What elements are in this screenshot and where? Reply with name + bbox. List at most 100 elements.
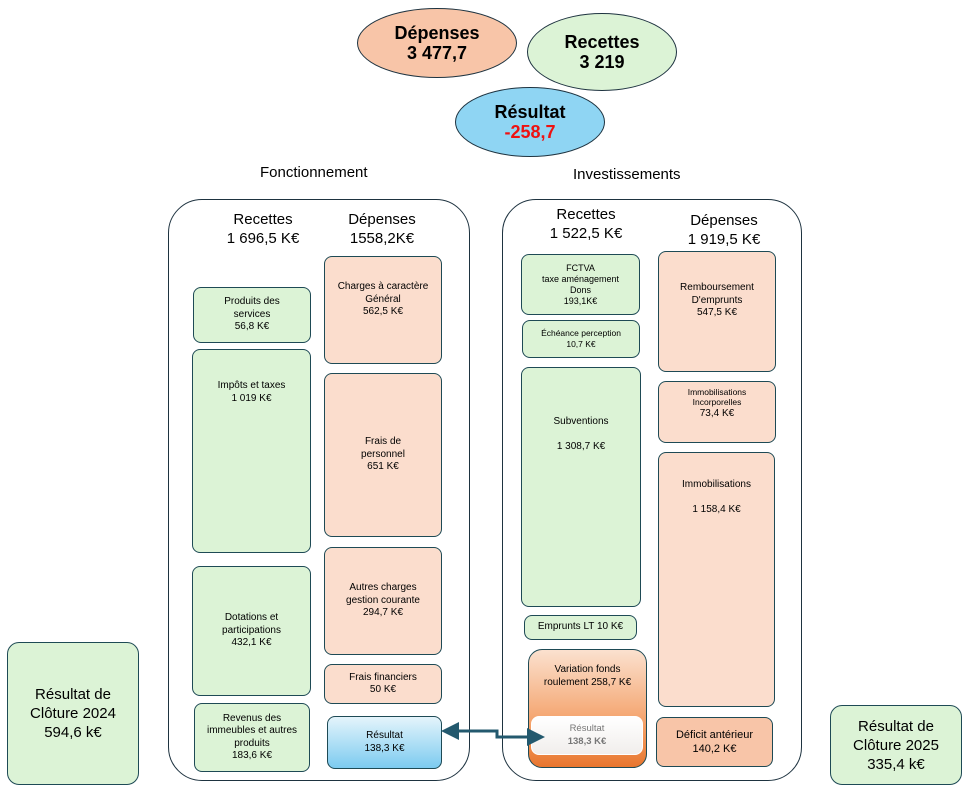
- box-value: 1 019 K€: [231, 392, 272, 404]
- fctva-box: FCTVA taxe aménagement Dons 193,1K€: [521, 254, 640, 315]
- invest-depenses-head: Dépenses: [690, 212, 758, 229]
- subventions-box: Subventions 1 308,7 K€: [521, 367, 641, 607]
- box-line: Emprunts LT 10 K€: [537, 621, 624, 633]
- box-line: Variation fonds: [554, 664, 621, 675]
- box-value: 183,6 K€: [231, 750, 273, 761]
- charges-caractere-box: Charges à caractère Général 562,5 K€: [324, 256, 442, 364]
- box-line: Produits des: [224, 296, 280, 308]
- box-line: Général: [365, 293, 401, 305]
- box-value: 138,3 K€: [364, 742, 405, 754]
- box-value: 50 K€: [369, 684, 397, 695]
- box-line: Résultat de: [858, 717, 934, 735]
- box-value: 547,5 K€: [696, 307, 738, 318]
- fonct-depenses-header: Dépenses 1558,2K€: [322, 210, 442, 248]
- box-value: 193,1K€: [563, 295, 598, 306]
- box-value: 138,3 K€: [567, 735, 607, 747]
- box-line: Frais financiers: [349, 671, 417, 683]
- investissements-title: Investissements: [573, 166, 681, 183]
- deficit-anterieur-box: Déficit antérieur 140,2 K€: [656, 717, 773, 767]
- box-line: Revenus des: [222, 712, 282, 724]
- frais-personnel-box: Frais de personnel 651 K€: [324, 373, 442, 537]
- immobilisations-box: Immobilisations 1 158,4 K€: [658, 452, 775, 707]
- depenses-total-ellipse: Dépenses 3 477,7: [357, 8, 517, 78]
- box-line: Déficit antérieur: [675, 729, 754, 741]
- fonct-resultat-box: Résultat 138,3 K€: [327, 716, 442, 769]
- box-value: 140,2 K€: [692, 743, 737, 755]
- depenses-value: 3 477,7: [406, 43, 468, 63]
- box-line: Autres charges: [349, 582, 417, 594]
- box-line: Immobilisations: [687, 387, 747, 397]
- box-line: Dotations et: [224, 612, 279, 624]
- box-value: 335,4 k€: [867, 755, 925, 773]
- box-line: FCTVA: [566, 262, 595, 273]
- box-line: Résultat: [569, 723, 605, 734]
- box-value: roulement 258,7 K€: [543, 676, 632, 688]
- box-line: Impôts et taxes: [217, 380, 286, 391]
- invest-depenses-total: 1 919,5 K€: [687, 231, 761, 248]
- fonctionnement-title: Fonctionnement: [260, 164, 368, 181]
- fonct-recettes-total: 1 696,5 K€: [226, 230, 300, 247]
- box-line: Clôture 2024: [30, 705, 116, 722]
- box-line: Charges à caractère: [337, 281, 429, 292]
- fonct-depenses-total: 1558,2K€: [349, 230, 415, 247]
- fonct-recettes-header: Recettes 1 696,5 K€: [203, 210, 323, 248]
- immobilisations-incorporelles-box: Immobilisations Incorporelles 73,4 K€: [658, 381, 776, 443]
- revenus-immeubles-box: Revenus des immeubles et autres produits…: [194, 703, 310, 772]
- invest-recettes-header: Recettes 1 522,5 K€: [526, 205, 646, 243]
- invest-recettes-total: 1 522,5 K€: [549, 225, 623, 242]
- fonct-recettes-head: Recettes: [233, 211, 293, 228]
- box-value: 1 308,7 K€: [556, 440, 606, 452]
- fonctionnement-panel: [168, 199, 470, 781]
- resultat-transfer-arrow: [441, 722, 545, 746]
- box-line: Échéance perception: [541, 328, 621, 338]
- resultat-value: -258,7: [504, 122, 556, 142]
- box-value: 294,7 K€: [362, 607, 404, 619]
- autres-charges-box: Autres charges gestion courante 294,7 K€: [324, 547, 442, 655]
- box-line: Résultat de: [35, 686, 111, 703]
- box-value: 651 K€: [367, 461, 399, 473]
- box-line: Frais de: [364, 436, 402, 448]
- cloture-2024-box: Résultat de Clôture 2024 594,6 k€: [7, 642, 139, 785]
- box-line: Dons: [569, 284, 591, 295]
- invest-recettes-head: Recettes: [556, 206, 616, 223]
- box-line: Subventions: [553, 416, 609, 427]
- echeance-perception-box: Échéance perception 10,7 K€: [522, 320, 640, 358]
- frais-financiers-box: Frais financiers 50 K€: [324, 664, 442, 704]
- box-line: services: [233, 308, 271, 320]
- produits-services-box: Produits des services 56,8 K€: [193, 287, 311, 343]
- box-line: immeubles et autres: [206, 725, 298, 736]
- box-value: 594,6 k€: [44, 724, 102, 741]
- cloture-2025-box: Résultat de Clôture 2025 335,4 k€: [830, 705, 962, 785]
- box-line: Résultat: [366, 730, 403, 741]
- box-line: D'emprunts: [691, 294, 743, 306]
- resultat-label: Résultat: [494, 102, 566, 122]
- dotations-box: Dotations et participations 432,1 K€: [192, 566, 311, 696]
- recettes-value: 3 219: [579, 52, 625, 72]
- box-line: Immobilisations: [682, 479, 751, 490]
- recettes-label: Recettes: [564, 32, 640, 52]
- box-line: participations: [222, 624, 281, 636]
- emprunts-lt-box: Emprunts LT 10 K€: [524, 615, 637, 640]
- box-value: 73,4 K€: [699, 408, 735, 419]
- box-line: Remboursement: [680, 282, 754, 293]
- recettes-total-ellipse: Recettes 3 219: [527, 13, 677, 91]
- invest-resultat-box: Résultat 138,3 K€: [531, 716, 643, 755]
- fonct-depenses-head: Dépenses: [348, 211, 416, 228]
- box-value: 432,1 K€: [231, 637, 272, 649]
- box-line: gestion courante: [346, 594, 420, 606]
- box-value: 1 158,4 K€: [692, 503, 741, 515]
- box-value: 562,5 K€: [362, 306, 404, 317]
- box-line: personnel: [361, 448, 405, 460]
- remboursement-emprunts-box: Remboursement D'emprunts 547,5 K€: [658, 251, 776, 372]
- impots-taxes-box: Impôts et taxes 1 019 K€: [192, 349, 311, 553]
- investissements-panel: [502, 199, 802, 781]
- box-value: 10,7 K€: [566, 339, 596, 349]
- box-line: produits: [234, 737, 270, 749]
- invest-depenses-header: Dépenses 1 919,5 K€: [664, 211, 784, 249]
- box-line: Clôture 2025: [853, 736, 939, 754]
- box-line: Incorporelles: [692, 397, 742, 407]
- box-value: 56,8 K€: [234, 321, 270, 333]
- resultat-ellipse: Résultat -258,7: [455, 87, 605, 157]
- depenses-label: Dépenses: [394, 23, 480, 43]
- box-line: taxe aménagement: [541, 273, 620, 284]
